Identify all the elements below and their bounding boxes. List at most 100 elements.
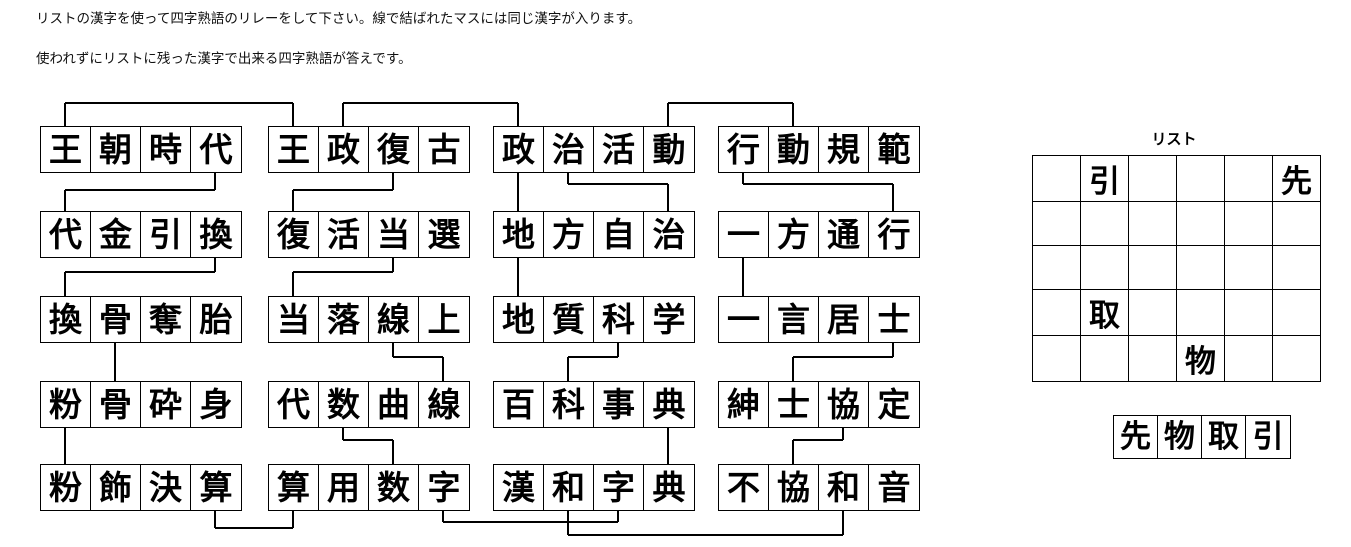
- kanji-cell[interactable]: 協: [819, 382, 869, 427]
- kanji-cell[interactable]: 算: [199, 468, 233, 507]
- kanji-cell[interactable]: 音: [877, 468, 911, 507]
- kanji-cell[interactable]: 時: [141, 127, 191, 172]
- kanji-cell[interactable]: 落: [319, 297, 369, 342]
- kanji-cell[interactable]: 字: [427, 468, 461, 507]
- kanji-cell[interactable]: 代: [41, 212, 91, 257]
- list-cell[interactable]: [1128, 201, 1177, 246]
- kanji-cell[interactable]: 復: [269, 212, 319, 257]
- kanji-cell[interactable]: 漢: [494, 465, 544, 510]
- list-cell[interactable]: [1224, 155, 1273, 202]
- list-cell[interactable]: [1176, 201, 1225, 246]
- kanji-cell[interactable]: 協: [769, 465, 819, 510]
- kanji-cell[interactable]: 地: [494, 212, 544, 257]
- list-cell[interactable]: 先: [1272, 155, 1321, 202]
- kanji-cell[interactable]: 王: [269, 127, 319, 172]
- kanji-cell[interactable]: 言: [769, 297, 819, 342]
- kanji-cell[interactable]: 一: [719, 297, 769, 342]
- kanji-cell[interactable]: 朝: [91, 127, 141, 172]
- list-cell[interactable]: [1176, 245, 1225, 290]
- kanji-cell[interactable]: 砕: [141, 382, 191, 427]
- answer-cell[interactable]: 取: [1202, 416, 1246, 458]
- kanji-cell[interactable]: 代: [199, 130, 233, 169]
- kanji-cell[interactable]: 典: [652, 385, 686, 424]
- kanji-cell[interactable]: 胎: [199, 300, 233, 339]
- kanji-cell[interactable]: 治: [544, 127, 594, 172]
- kanji-cell[interactable]: 字: [594, 465, 644, 510]
- kanji-cell[interactable]: 粉: [41, 465, 91, 510]
- kanji-cell[interactable]: 百: [494, 382, 544, 427]
- list-cell[interactable]: [1272, 335, 1321, 382]
- kanji-cell[interactable]: 奪: [141, 297, 191, 342]
- kanji-cell[interactable]: 動: [652, 130, 686, 169]
- kanji-cell[interactable]: 王: [41, 127, 91, 172]
- kanji-cell[interactable]: 飾: [91, 465, 141, 510]
- kanji-cell[interactable]: 政: [319, 127, 369, 172]
- kanji-cell[interactable]: 自: [594, 212, 644, 257]
- list-cell[interactable]: [1080, 201, 1129, 246]
- kanji-cell[interactable]: 範: [877, 130, 911, 169]
- kanji-cell[interactable]: 治: [652, 215, 686, 254]
- list-cell[interactable]: 物: [1176, 335, 1225, 382]
- kanji-cell[interactable]: 地: [494, 297, 544, 342]
- list-cell[interactable]: 取: [1080, 289, 1129, 336]
- list-cell[interactable]: [1128, 245, 1177, 290]
- kanji-cell[interactable]: 数: [319, 382, 369, 427]
- kanji-cell[interactable]: 換: [199, 215, 233, 254]
- kanji-cell[interactable]: 曲: [369, 382, 419, 427]
- kanji-cell[interactable]: 線: [427, 385, 461, 424]
- kanji-cell[interactable]: 活: [319, 212, 369, 257]
- kanji-cell[interactable]: 質: [544, 297, 594, 342]
- kanji-cell[interactable]: 居: [819, 297, 869, 342]
- list-cell[interactable]: [1272, 201, 1321, 246]
- list-cell[interactable]: [1176, 289, 1225, 336]
- kanji-cell[interactable]: 上: [427, 300, 461, 339]
- list-cell[interactable]: [1224, 201, 1273, 246]
- answer-cell[interactable]: 物: [1158, 416, 1202, 458]
- kanji-cell[interactable]: 金: [91, 212, 141, 257]
- kanji-cell[interactable]: 通: [819, 212, 869, 257]
- kanji-cell[interactable]: 事: [594, 382, 644, 427]
- kanji-cell[interactable]: 代: [269, 382, 319, 427]
- kanji-cell[interactable]: 紳: [719, 382, 769, 427]
- kanji-cell[interactable]: 和: [544, 465, 594, 510]
- list-cell[interactable]: [1128, 335, 1177, 382]
- list-cell[interactable]: [1032, 335, 1081, 382]
- answer-cell[interactable]: 先: [1114, 416, 1158, 458]
- kanji-cell[interactable]: 決: [141, 465, 191, 510]
- list-cell[interactable]: [1032, 289, 1081, 336]
- kanji-cell[interactable]: 動: [769, 127, 819, 172]
- kanji-cell[interactable]: 典: [652, 468, 686, 507]
- kanji-cell[interactable]: 骨: [91, 297, 141, 342]
- kanji-cell[interactable]: 士: [877, 300, 911, 339]
- kanji-cell[interactable]: 換: [41, 297, 91, 342]
- list-cell[interactable]: [1272, 289, 1321, 336]
- list-cell[interactable]: [1224, 289, 1273, 336]
- kanji-cell[interactable]: 和: [819, 465, 869, 510]
- kanji-cell[interactable]: 科: [594, 297, 644, 342]
- list-cell[interactable]: [1032, 201, 1081, 246]
- list-cell[interactable]: [1032, 155, 1081, 202]
- list-cell[interactable]: [1080, 335, 1129, 382]
- kanji-cell[interactable]: 方: [769, 212, 819, 257]
- kanji-cell[interactable]: 行: [877, 215, 911, 254]
- kanji-cell[interactable]: 行: [719, 127, 769, 172]
- kanji-cell[interactable]: 引: [141, 212, 191, 257]
- kanji-cell[interactable]: 科: [544, 382, 594, 427]
- kanji-cell[interactable]: 選: [427, 215, 461, 254]
- list-cell[interactable]: [1176, 155, 1225, 202]
- list-cell[interactable]: [1272, 245, 1321, 290]
- kanji-cell[interactable]: 当: [269, 297, 319, 342]
- kanji-cell[interactable]: 古: [427, 130, 461, 169]
- kanji-cell[interactable]: 復: [369, 127, 419, 172]
- answer-cell[interactable]: 引: [1252, 418, 1284, 455]
- list-cell[interactable]: [1032, 245, 1081, 290]
- kanji-cell[interactable]: 不: [719, 465, 769, 510]
- list-cell[interactable]: [1080, 245, 1129, 290]
- kanji-cell[interactable]: 線: [369, 297, 419, 342]
- kanji-cell[interactable]: 用: [319, 465, 369, 510]
- kanji-cell[interactable]: 方: [544, 212, 594, 257]
- kanji-cell[interactable]: 学: [652, 300, 686, 339]
- kanji-cell[interactable]: 政: [494, 127, 544, 172]
- kanji-cell[interactable]: 算: [269, 465, 319, 510]
- list-cell[interactable]: [1224, 335, 1273, 382]
